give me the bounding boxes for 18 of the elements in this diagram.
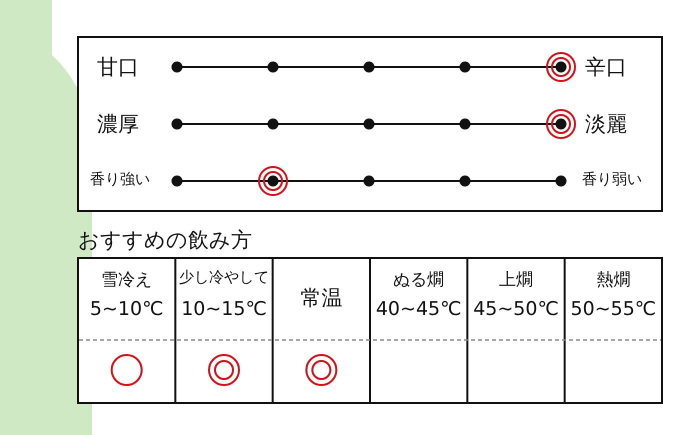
table-header: ぬる燗 <box>393 269 444 291</box>
scale-label: 香り強い <box>90 170 150 189</box>
table-header: 雪冷え <box>101 269 152 291</box>
scale-label: 淡麗 <box>585 111 627 138</box>
table-header: 常温 <box>300 285 342 312</box>
scale-label: 香り弱い <box>582 170 642 189</box>
temperature-text: 10~15℃ <box>181 298 267 320</box>
temperature-text: 5~10℃ <box>90 298 164 320</box>
scale-label: 甘口 <box>97 54 139 81</box>
scale-label: 辛口 <box>585 54 627 81</box>
temperature-text: 45~50℃ <box>473 298 559 320</box>
section-heading: おすすめの飲み方 <box>78 227 252 254</box>
temperature-text: 40~45℃ <box>376 298 462 320</box>
table-header: 熱燗 <box>596 269 630 291</box>
temperature-text: 50~55℃ <box>570 298 656 320</box>
table-header: 少し冷やして <box>179 268 269 287</box>
scale-label: 濃厚 <box>97 111 139 138</box>
table-header: 上燗 <box>499 269 533 291</box>
